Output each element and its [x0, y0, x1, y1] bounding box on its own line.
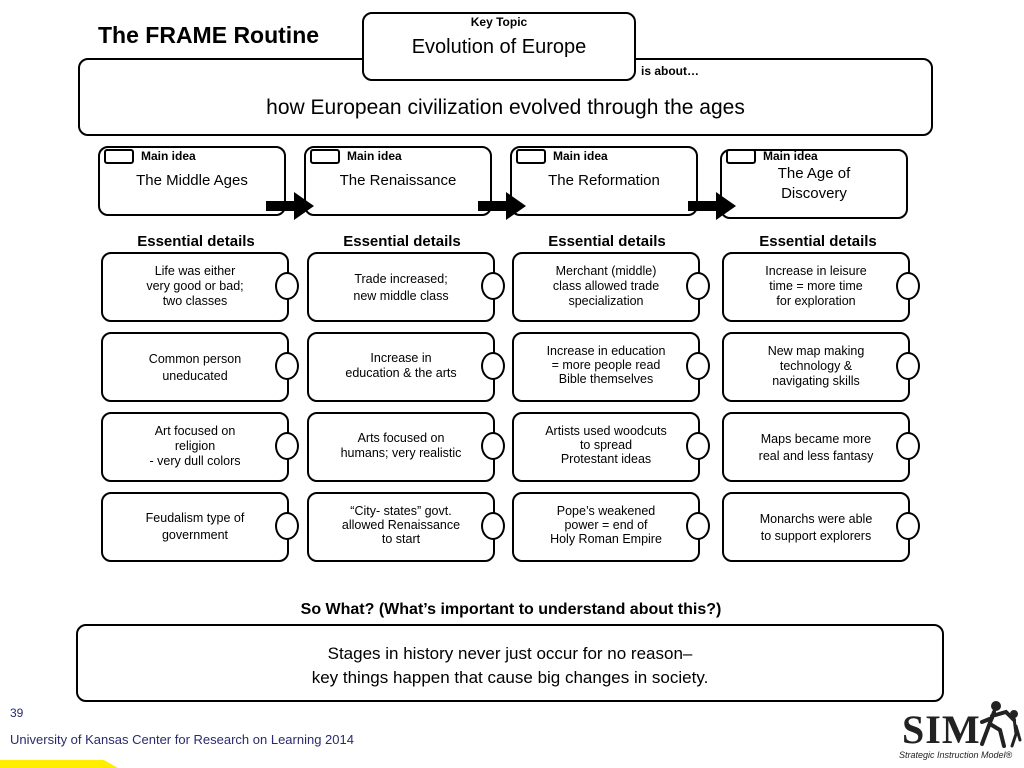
so-what-question: So What? (What’s important to understand…	[300, 601, 722, 618]
detail-knob	[481, 352, 505, 380]
detail-text: Arts focused on humans; very realistic	[340, 431, 462, 460]
detail-text: Increase in education & the arts	[345, 351, 457, 380]
so-what-answer: Stages in history never just occur for n…	[311, 644, 709, 687]
detail-knob	[896, 432, 920, 460]
detail-text: Pope’s weakened power = end of Holy Roma…	[550, 504, 662, 546]
detail-text: Trade increased; new middle class	[353, 272, 449, 303]
sim-logo-tagline: Strategic Instruction Model®	[899, 750, 1013, 760]
essential-details-heading-3: Essential details	[548, 233, 666, 250]
detail-text: Monarchs were able to support explorers	[759, 512, 873, 543]
main-idea-checkbox-2[interactable]	[310, 149, 340, 164]
detail-box	[307, 332, 495, 402]
detail-box	[722, 252, 910, 322]
detail-text: Increase in education = more people read…	[546, 344, 666, 386]
detail-box	[512, 492, 700, 562]
detail-knob	[481, 272, 505, 300]
is-about-label: is about…	[641, 64, 700, 78]
detail-box	[512, 332, 700, 402]
detail-box	[101, 252, 289, 322]
detail-text: Merchant (middle) class allowed trade sp…	[552, 264, 660, 308]
main-idea-label-4: Main idea	[763, 149, 818, 163]
detail-box	[307, 492, 495, 562]
detail-text: New map making technology & navigating s…	[767, 344, 865, 388]
detail-box	[101, 412, 289, 482]
detail-text: Maps became more real and less fantasy	[758, 432, 874, 463]
detail-text: Artists used woodcuts to spread Protesta…	[545, 424, 667, 466]
right-arrow-icon	[478, 192, 526, 220]
detail-knob	[896, 512, 920, 540]
page-title: The FRAME Routine	[98, 22, 320, 48]
main-idea-value-2: The Renaissance	[339, 172, 457, 189]
detail-box	[101, 492, 289, 562]
essential-details-heading-4: Essential details	[759, 233, 877, 250]
detail-knob	[275, 432, 299, 460]
detail-text: Life was either very good or bad; two cl…	[146, 264, 244, 308]
main-idea-label-3: Main idea	[553, 149, 608, 163]
detail-knob	[686, 432, 710, 460]
detail-knob	[481, 512, 505, 540]
is-about-text: how European civilization evolved throug…	[266, 96, 745, 119]
main-idea-checkbox-4[interactable]	[726, 149, 756, 164]
main-idea-label-2: Main idea	[347, 149, 402, 163]
sim-logo	[898, 700, 1024, 764]
detail-knob	[481, 432, 505, 460]
detail-knob	[275, 352, 299, 380]
detail-knob	[275, 512, 299, 540]
essential-details-heading-2: Essential details	[343, 233, 461, 250]
so-what-box	[76, 624, 944, 702]
detail-knob	[686, 352, 710, 380]
detail-knob	[896, 272, 920, 300]
main-idea-checkbox-3[interactable]	[516, 149, 546, 164]
detail-box	[512, 412, 700, 482]
detail-knob	[686, 272, 710, 300]
detail-knob	[275, 272, 299, 300]
key-topic-label: Key Topic	[470, 15, 528, 29]
sim-logo-word: SIM	[902, 707, 981, 752]
detail-box	[307, 412, 495, 482]
footer-band	[0, 760, 118, 768]
detail-knob	[686, 512, 710, 540]
key-topic-value: Evolution of Europe	[411, 36, 587, 58]
main-idea-checkbox-1[interactable]	[104, 149, 134, 164]
detail-text: Feudalism type of government	[145, 511, 245, 542]
main-idea-label-1: Main idea	[141, 149, 196, 163]
detail-text: Common person uneducated	[148, 352, 242, 383]
detail-box	[722, 492, 910, 562]
main-idea-value-3: The Reformation	[548, 172, 660, 189]
detail-box	[101, 332, 289, 402]
right-arrow-icon	[688, 192, 736, 220]
essential-details-heading-1: Essential details	[137, 233, 255, 250]
page-number: 39	[10, 706, 24, 720]
main-idea-value-4: The Age of Discovery	[777, 165, 851, 202]
detail-text: “City- states” govt. allowed Renaissance…	[341, 504, 461, 546]
key-topic-box	[362, 12, 636, 81]
detail-text: Art focused on religion - very dull colo…	[149, 424, 241, 468]
main-idea-value-1: The Middle Ages	[136, 172, 248, 189]
detail-knob	[896, 352, 920, 380]
detail-text: Increase in leisure time = more time for…	[765, 264, 867, 308]
running-figure-icon	[980, 701, 1022, 748]
detail-box	[722, 412, 910, 482]
footer-credit: University of Kansas Center for Research…	[10, 732, 354, 747]
right-arrow-icon	[266, 192, 314, 220]
detail-box	[722, 332, 910, 402]
